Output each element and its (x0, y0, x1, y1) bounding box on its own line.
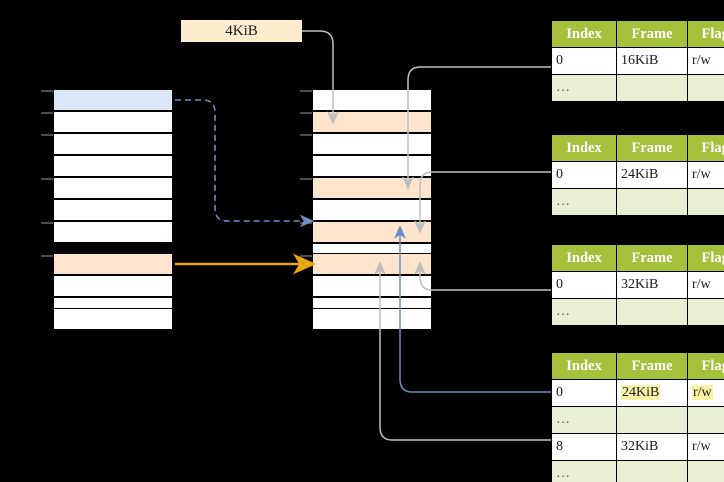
memory-cell (53, 155, 173, 177)
page-table-1: IndexFrameFlags016KiBr/w… (551, 20, 724, 102)
cell-index: … (551, 460, 617, 482)
memory-cell (53, 89, 173, 111)
column-header-flags: Flags (687, 134, 724, 162)
value-highlight: r/w (692, 385, 713, 400)
cell-frame (616, 460, 688, 482)
column-tick (41, 178, 55, 180)
cell-flags (687, 74, 724, 102)
wire-table2-to-frame (414, 171, 551, 234)
memory-cell (312, 221, 432, 243)
column-header-frame: Frame (616, 352, 688, 380)
cell-index: … (551, 188, 617, 216)
page-table-2: IndexFrameFlags024KiBr/w… (551, 134, 724, 216)
memory-cell (312, 133, 432, 155)
memory-cell (312, 155, 432, 177)
cell-frame: 32KiB (616, 433, 688, 461)
table-header-row: IndexFrameFlags (551, 134, 724, 162)
column-header-flags: Flags (687, 20, 724, 48)
cell-index: … (551, 74, 617, 102)
column-header-index: Index (551, 20, 617, 48)
table-header-row: IndexFrameFlags (551, 244, 724, 272)
memory-cell (312, 253, 432, 275)
column-header-index: Index (551, 134, 617, 162)
memory-cell (53, 275, 173, 297)
cell-frame: 24KiB (616, 161, 688, 189)
memory-cell (312, 199, 432, 221)
wire-table3-to-frame (414, 261, 551, 291)
column-header-index: Index (551, 352, 617, 380)
column-header-frame: Frame (616, 134, 688, 162)
memory-cell (312, 111, 432, 133)
memory-cell (53, 308, 173, 330)
column-tick (41, 90, 55, 92)
cell-flags: r/w (687, 433, 724, 461)
memory-cell (312, 308, 432, 330)
memory-cell (53, 253, 173, 275)
column-header-index: Index (551, 244, 617, 272)
table-row[interactable]: … (551, 406, 724, 434)
table-row[interactable]: 0 24KiB r/w (551, 379, 724, 407)
column-tick (300, 222, 312, 224)
page-size-label: 4KiB (181, 20, 302, 42)
memory-cell (53, 221, 173, 243)
page-table-3: IndexFrameFlags032KiBr/w… (551, 244, 724, 326)
column-header-frame: Frame (616, 244, 688, 272)
memory-cell (53, 177, 173, 199)
table-row[interactable]: … (551, 298, 724, 326)
value-highlight: 24KiB (621, 385, 661, 400)
column-tick (300, 178, 312, 180)
memory-cell (312, 89, 432, 111)
cell-flags (687, 188, 724, 216)
cell-flags: r/w (687, 161, 724, 189)
column-tick (41, 255, 55, 257)
cell-frame: 24KiB (616, 379, 688, 407)
column-tick (41, 222, 55, 224)
cell-flags: r/w (687, 379, 724, 407)
cell-flags: r/w (687, 271, 724, 299)
cell-flags (687, 406, 724, 434)
cell-index: 0 (551, 161, 617, 189)
cell-frame (616, 298, 688, 326)
column-tick (41, 134, 55, 136)
column-tick (300, 255, 312, 257)
cell-index: … (551, 298, 617, 326)
memory-cell (53, 199, 173, 221)
memory-cell (53, 133, 173, 155)
cell-frame: 16KiB (616, 47, 688, 75)
page-table-4: IndexFrameFlags024KiBr/w…832KiBr/w… (551, 352, 724, 482)
table-header-row: IndexFrameFlags (551, 20, 724, 48)
cell-flags (687, 460, 724, 482)
cell-index: … (551, 406, 617, 434)
wire-virtual-to-physical-dashed (175, 99, 315, 228)
column-header-flags: Flags (687, 352, 724, 380)
cell-frame (616, 188, 688, 216)
column-tick (300, 134, 312, 136)
table-row[interactable]: … (551, 74, 724, 102)
memory-cell (312, 275, 432, 297)
cell-flags: r/w (687, 47, 724, 75)
cell-flags (687, 298, 724, 326)
column-tick (41, 112, 55, 114)
column-tick (300, 112, 312, 114)
cell-index: 0 (551, 47, 617, 75)
table-row[interactable]: … (551, 460, 724, 482)
table-row[interactable]: … (551, 188, 724, 216)
cell-frame: 32KiB (616, 271, 688, 299)
cell-index: 8 (551, 433, 617, 461)
cell-frame (616, 406, 688, 434)
cell-frame (616, 74, 688, 102)
cell-index: 0 (551, 271, 617, 299)
memory-cell (312, 177, 432, 199)
column-header-frame: Frame (616, 20, 688, 48)
memory-cell (53, 111, 173, 133)
column-header-flags: Flags (687, 244, 724, 272)
column-tick (300, 90, 312, 92)
cell-index: 0 (551, 379, 617, 407)
table-header-row: IndexFrameFlags (551, 352, 724, 380)
